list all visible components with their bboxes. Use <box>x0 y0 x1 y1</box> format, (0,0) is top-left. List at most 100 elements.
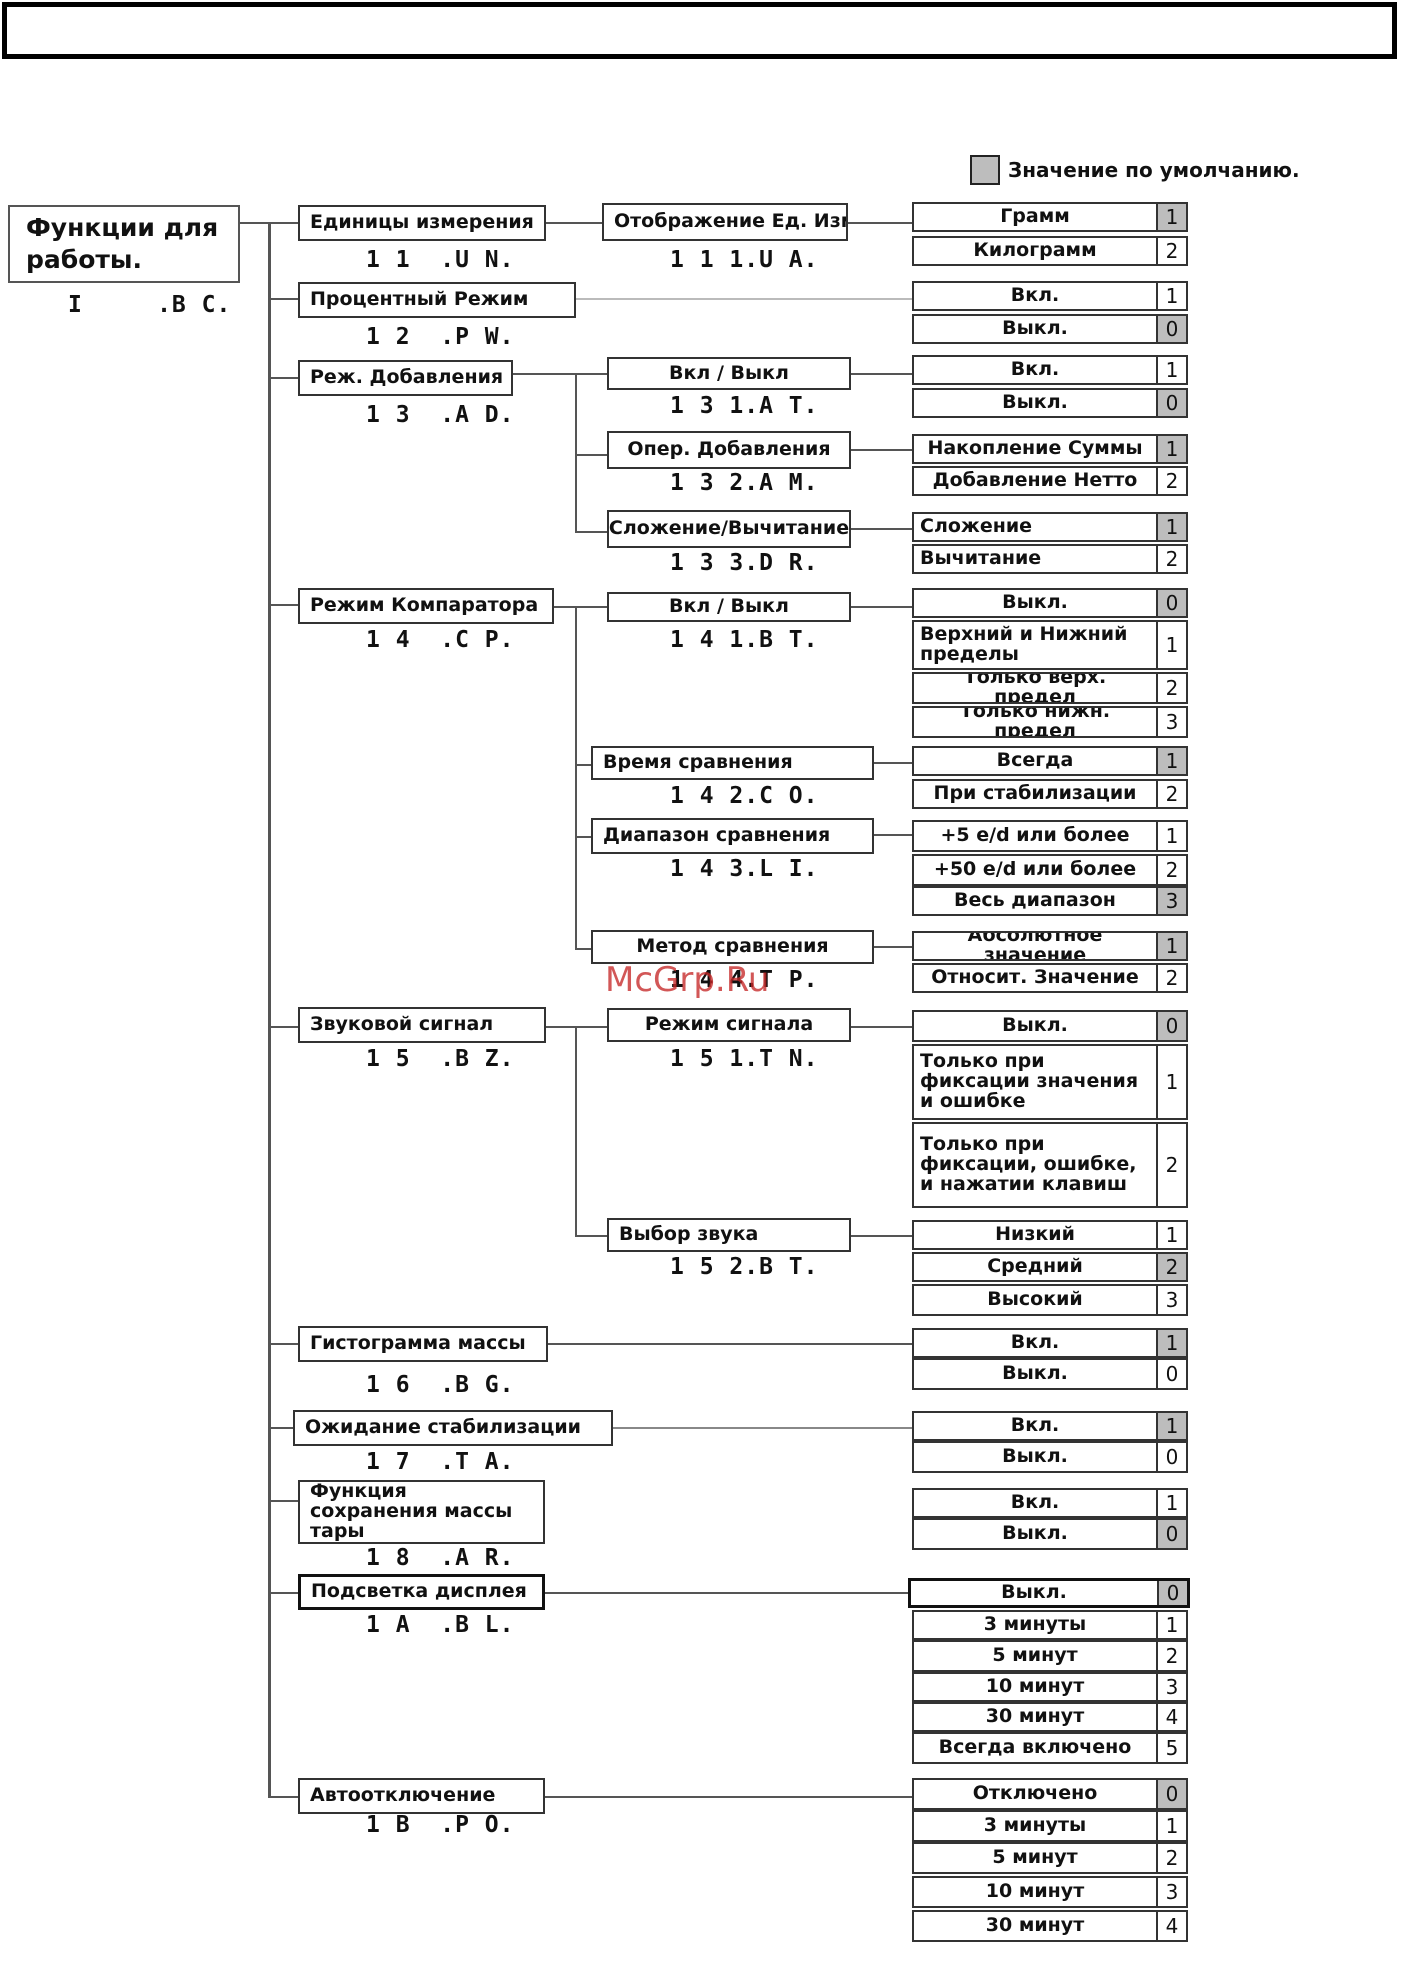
option-row[interactable]: Вкл.1 <box>912 355 1188 385</box>
option-label: Выкл. <box>1002 1522 1068 1545</box>
option-row[interactable]: Выкл.0 <box>912 388 1188 418</box>
option-number-default: 1 <box>1156 933 1186 959</box>
option-label: Весь диапазон <box>954 889 1116 912</box>
function-code-units: 1 1 .U N. <box>366 247 515 273</box>
root-function-code: I .B C. <box>68 292 232 318</box>
option-row[interactable]: Выкл.0 <box>908 1578 1190 1608</box>
option-number-default: 0 <box>1157 1581 1187 1605</box>
option-label: +5 e/d или более <box>940 824 1130 847</box>
function-label: Звуковой сигнал <box>310 1013 494 1036</box>
connector-16 <box>270 1343 298 1345</box>
option-number-default: 0 <box>1156 390 1186 416</box>
connector-141-opt <box>851 606 912 608</box>
connector-12-opt <box>576 298 912 300</box>
legend: Значение по умолчанию. <box>970 152 1300 188</box>
function-box-stability-wait: Ожидание стабилизации <box>293 1410 613 1446</box>
sub-code-comp-range: 1 4 3.L I. <box>670 856 819 882</box>
connector-11 <box>270 222 298 224</box>
sub-label: Режим сигнала <box>644 1013 814 1036</box>
option-row[interactable]: Выкл.0 <box>912 588 1188 618</box>
function-code-beep: 1 5 .B Z. <box>366 1046 515 1072</box>
connector-1b <box>270 1796 298 1798</box>
option-number: 2 <box>1156 781 1186 807</box>
sub-code-unit-display: 1 1 1.U A. <box>670 247 819 273</box>
option-row[interactable]: Вкл.1 <box>912 281 1188 311</box>
option-row[interactable]: Выкл. 0 <box>912 1010 1188 1042</box>
option-row[interactable]: Вкл.1 <box>912 1488 1188 1518</box>
option-row[interactable]: Вкл.1 <box>912 1328 1188 1358</box>
option-number: 4 <box>1156 1912 1186 1940</box>
function-label: Ожидание стабилизации <box>305 1416 581 1439</box>
function-code-addition: 1 3 .A D. <box>366 402 515 428</box>
option-row[interactable]: Вкл.1 <box>912 1411 1188 1441</box>
option-row[interactable]: Низкий 1 <box>912 1220 1188 1250</box>
option-label: Накопление Суммы <box>927 437 1143 460</box>
option-number: 0 <box>1156 1360 1186 1388</box>
function-box-comparator: Режим Компаратора <box>298 588 554 624</box>
root-connector <box>240 222 270 224</box>
function-label: Процентный Режим <box>310 288 529 311</box>
option-number: 2 <box>1156 965 1186 991</box>
connector-132-opt <box>851 449 912 451</box>
option-number-default: 1 <box>1156 1413 1186 1439</box>
option-label: Высокий <box>987 1288 1083 1311</box>
sub-label: Метод сравнения <box>636 935 829 958</box>
option-label: Выкл. <box>1002 1014 1068 1037</box>
option-number: 3 <box>1156 1674 1186 1700</box>
option-number-default: 0 <box>1156 1780 1186 1808</box>
option-row[interactable]: Выкл. 0 <box>912 1518 1188 1550</box>
option-number-default: 0 <box>1156 1520 1186 1548</box>
option-row[interactable]: Выкл.0 <box>912 1441 1188 1473</box>
option-label: Низкий <box>995 1223 1075 1246</box>
option-number: 2 <box>1156 674 1186 702</box>
option-label: Выкл. <box>1002 591 1068 614</box>
connector-132 <box>575 454 607 456</box>
option-label: Только нижн. предел <box>959 708 1111 736</box>
function-label: Функция сохранения массы тары <box>310 1480 513 1542</box>
option-row[interactable]: Выкл.0 <box>912 314 1188 344</box>
function-label: Автоотключение <box>310 1784 496 1807</box>
connector-142-opt <box>874 762 912 764</box>
sub-label: Опер. Добавления <box>627 438 831 461</box>
connector-18 <box>270 1500 298 1502</box>
option-number: 1 <box>1156 1222 1186 1248</box>
option-number: 2 <box>1156 238 1186 264</box>
option-number: 1 <box>1156 1612 1186 1638</box>
option-row[interactable]: Только при фиксации, ошибке, и нажатии к… <box>912 1122 1188 1208</box>
option-label: Верхний и Нижний пределы <box>920 623 1128 665</box>
connector-15 <box>270 1026 298 1028</box>
option-number-default: 0 <box>1156 1012 1186 1040</box>
function-label: Гистограмма массы <box>310 1332 526 1355</box>
option-row[interactable]: Выкл.0 <box>912 1358 1188 1390</box>
function-code-stability-wait: 1 7 .T A. <box>366 1449 515 1475</box>
